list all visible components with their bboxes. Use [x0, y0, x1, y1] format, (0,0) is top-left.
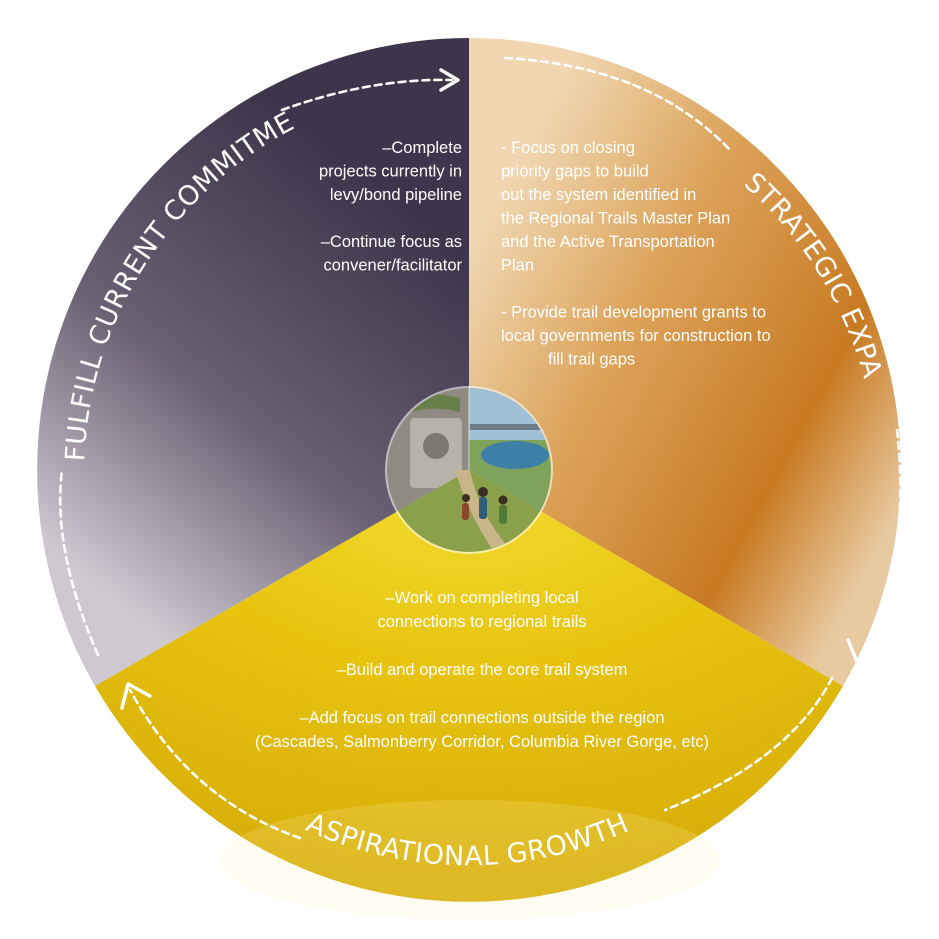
- right-text-line: - Provide trail development grants to: [501, 304, 766, 322]
- arrow-right-bottom-dash: [858, 428, 902, 660]
- segment-fulfill-current-commitments: [37, 38, 470, 686]
- right-text-line: Plan: [501, 257, 534, 275]
- right-text-line: the Regional Trails Master Plan: [501, 210, 730, 228]
- right-text-line: - Focus on closing: [501, 139, 635, 157]
- center-photo-collage: [385, 386, 553, 554]
- bottom-text-line: connections to regional trails: [377, 613, 586, 631]
- bottom-glow: [220, 800, 720, 920]
- arrow-left-dash: [58, 468, 100, 657]
- bottom-text-line: –Work on completing local: [385, 589, 578, 607]
- arrow-bottom-right-dash: [663, 676, 834, 812]
- left-segment-text: –Complete projects currently in levy/bond …: [319, 139, 463, 275]
- left-text-line: levy/bond pipeline: [330, 186, 462, 204]
- right-text-line: fill trail gaps: [548, 351, 635, 369]
- arrow-head-right-icon: [846, 638, 882, 666]
- arrow-bottom-left-dash: [128, 688, 302, 840]
- river-lake-view-icon: [481, 441, 549, 469]
- left-text-line: projects currently in: [319, 163, 462, 181]
- bottom-text-line: –Add focus on trail connections outside …: [299, 709, 664, 727]
- hikers-on-trail-icon: [462, 487, 508, 524]
- segment-aspirational-growth: [95, 470, 843, 902]
- right-segment-text: - Focus on closing priority gaps to build…: [501, 139, 771, 369]
- arrow-head-top-icon: [439, 68, 460, 92]
- right-text-line: priority gaps to build: [501, 163, 649, 181]
- right-text-line: local governments for construction to: [501, 327, 771, 345]
- arrow-right-top-dash: [503, 56, 732, 152]
- arrow-head-left-icon: [120, 682, 152, 710]
- left-text-line: –Continue focus as: [321, 233, 462, 251]
- bottom-text-line: (Cascades, Salmonberry Corridor, Columbi…: [255, 733, 709, 751]
- bottom-text-line: –Build and operate the core trail system: [337, 661, 628, 679]
- left-text-line: –Complete: [382, 139, 462, 157]
- right-text-line: and the Active Transportation: [501, 233, 715, 251]
- left-text-line: convener/facilitator: [324, 257, 463, 275]
- cycle-arrows: [58, 56, 902, 840]
- bottom-segment-text: –Work on completing local connections to …: [255, 589, 709, 751]
- segment-strategic-expansion: [469, 38, 901, 686]
- right-text-line: out the system identified in: [501, 186, 696, 204]
- arrow-left-top-dash: [280, 78, 454, 112]
